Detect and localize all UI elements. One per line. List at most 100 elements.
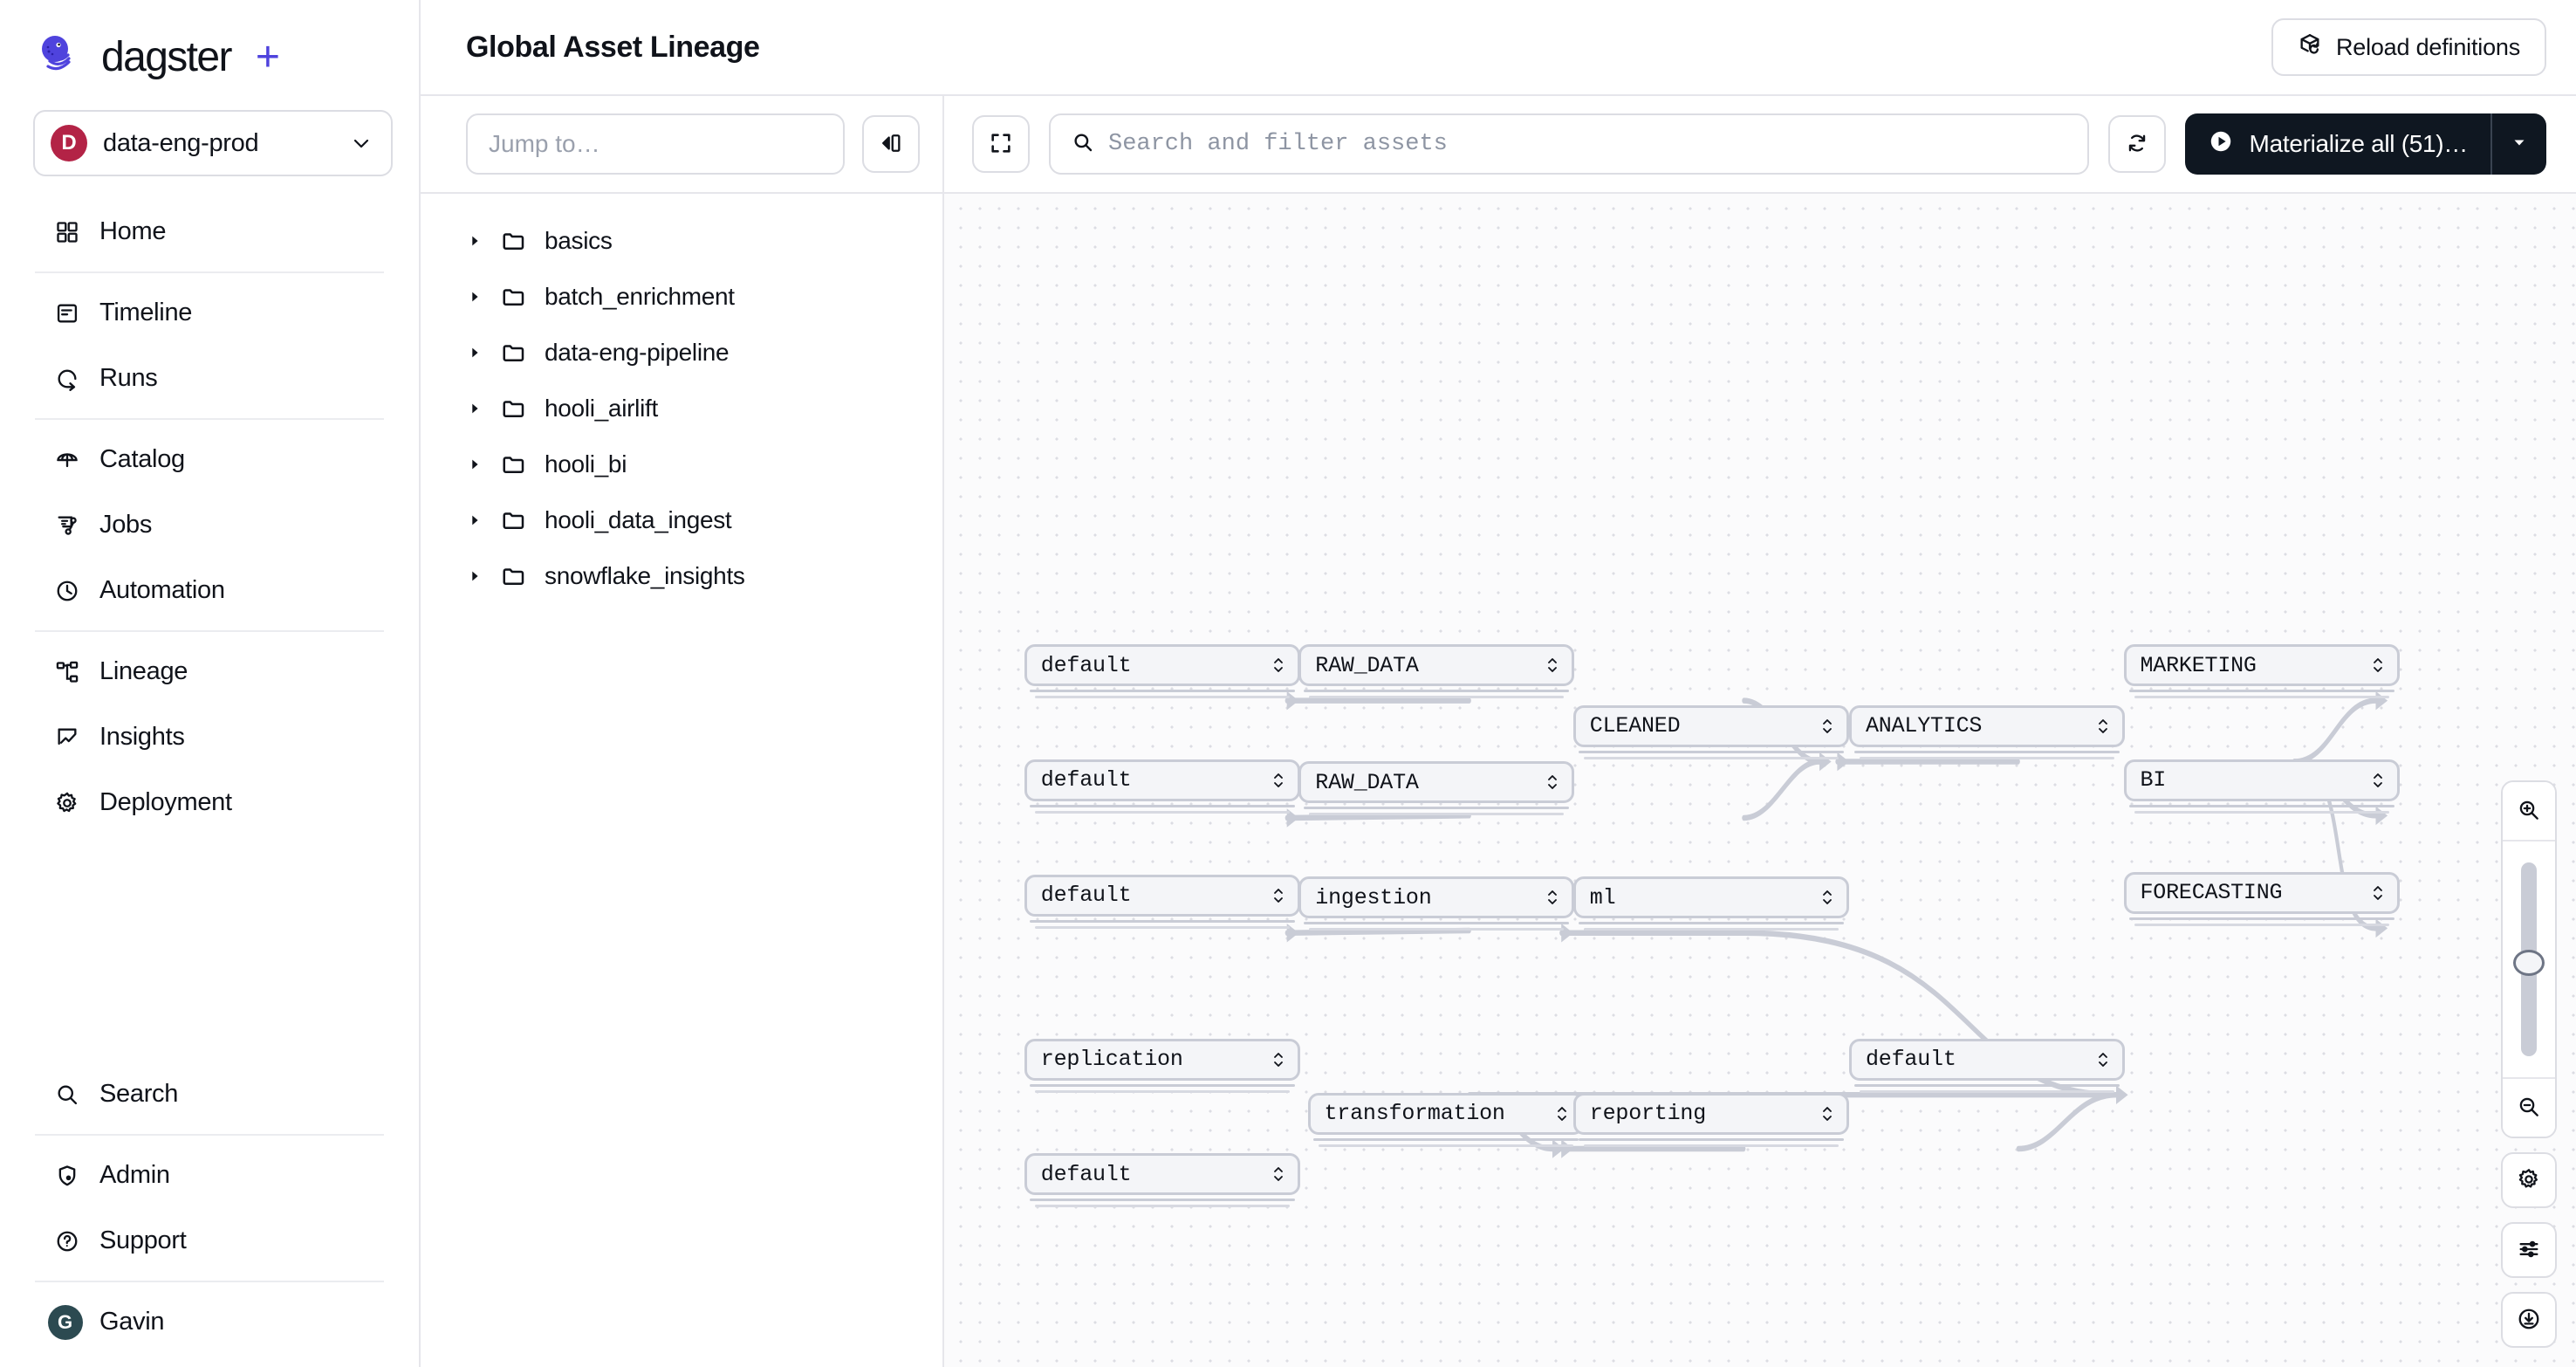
graph-node-box[interactable]: default	[1849, 1038, 2126, 1081]
graph-node-box[interactable]: ingestion	[1298, 876, 1575, 919]
triangle-right-icon[interactable]	[466, 512, 483, 529]
graph-node-box[interactable]: CLEANED	[1572, 704, 1849, 747]
graph-node[interactable]: default	[1024, 644, 1300, 699]
graph-node[interactable]: default	[1024, 874, 1300, 929]
sidebar-item-support[interactable]: Support	[0, 1208, 419, 1274]
graph-node[interactable]: RAW_DATA	[1298, 761, 1575, 816]
graph-settings-button[interactable]	[2501, 1152, 2557, 1208]
expand-collapse-caret-icon[interactable]	[1271, 1048, 1285, 1072]
expand-collapse-caret-icon[interactable]	[1271, 883, 1285, 908]
graph-node[interactable]: FORECASTING	[2123, 871, 2400, 926]
asset-search[interactable]	[1049, 113, 2089, 175]
collapse-left-panel-button[interactable]	[862, 115, 920, 173]
zoom-out-button[interactable]	[2503, 1079, 2555, 1137]
expand-collapse-caret-icon[interactable]	[1271, 653, 1285, 677]
jump-to-input[interactable]	[466, 113, 845, 175]
triangle-right-icon[interactable]	[466, 400, 483, 417]
graph-filters-button[interactable]	[2501, 1222, 2557, 1278]
materialize-dropdown-button[interactable]	[2492, 113, 2546, 175]
expand-collapse-caret-icon[interactable]	[1820, 885, 1834, 910]
expand-collapse-caret-icon[interactable]	[1545, 885, 1559, 910]
expand-collapse-caret-icon[interactable]	[1545, 653, 1559, 677]
graph-node[interactable]: default	[1024, 759, 1300, 814]
expand-fullscreen-button[interactable]	[972, 115, 1030, 173]
zoom-in-button[interactable]	[2503, 782, 2555, 840]
expand-collapse-caret-icon[interactable]	[2371, 653, 2385, 677]
tree-item-data-eng-pipeline[interactable]: data-eng-pipeline	[421, 325, 942, 381]
refresh-button[interactable]	[2107, 115, 2166, 173]
graph-node-label: RAW_DATA	[1315, 769, 1419, 795]
graph-node[interactable]: BI	[2123, 759, 2400, 814]
deployment-picker[interactable]: D data-eng-prod	[33, 110, 393, 176]
graph-download-button[interactable]	[2501, 1292, 2557, 1348]
expand-collapse-caret-icon[interactable]	[2096, 714, 2110, 738]
materialize-main[interactable]: Materialize all (51)…	[2185, 113, 2490, 175]
tree-item-hooli-bi[interactable]: hooli_bi	[421, 436, 942, 492]
graph-node-box[interactable]: ml	[1572, 876, 1849, 919]
graph-node-box[interactable]: reporting	[1572, 1092, 1849, 1135]
triangle-right-icon[interactable]	[466, 288, 483, 306]
expand-collapse-caret-icon[interactable]	[1555, 1102, 1569, 1126]
graph-node[interactable]: default	[1849, 1038, 2126, 1093]
graph-node-box[interactable]: BI	[2123, 759, 2400, 801]
tree-item-basics[interactable]: basics	[421, 213, 942, 269]
graph-node-box[interactable]: default	[1024, 759, 1300, 801]
tree-item-batch-enrichment[interactable]: batch_enrichment	[421, 269, 942, 325]
graph-node-box[interactable]: transformation	[1307, 1092, 1584, 1135]
triangle-right-icon[interactable]	[466, 456, 483, 473]
brand[interactable]: dagster +	[0, 0, 419, 105]
graph-node[interactable]: ANALYTICS	[1849, 704, 2126, 759]
expand-collapse-caret-icon[interactable]	[2096, 1048, 2110, 1072]
expand-collapse-caret-icon[interactable]	[2371, 881, 2385, 905]
sidebar-item-runs[interactable]: Runs	[0, 346, 419, 411]
expand-collapse-caret-icon[interactable]	[1271, 768, 1285, 793]
graph-node[interactable]: RAW_DATA	[1298, 644, 1575, 699]
graph-node-box[interactable]: ANALYTICS	[1849, 704, 2126, 747]
zoom-slider-thumb[interactable]	[2513, 950, 2545, 976]
expand-collapse-caret-icon[interactable]	[2371, 768, 2385, 793]
expand-collapse-caret-icon[interactable]	[1545, 770, 1559, 794]
graph-node-box[interactable]: default	[1024, 1153, 1300, 1196]
reload-definitions-button[interactable]: Reload definitions	[2271, 18, 2546, 76]
graph-node[interactable]: transformation	[1307, 1092, 1584, 1147]
graph-node-label: default	[1040, 652, 1132, 678]
graph-node-box[interactable]: RAW_DATA	[1298, 761, 1575, 804]
graph-node[interactable]: CLEANED	[1572, 704, 1849, 759]
graph-node-box[interactable]: default	[1024, 874, 1300, 917]
sidebar-item-catalog[interactable]: Catalog	[0, 427, 419, 492]
sidebar-item-home[interactable]: Home	[0, 199, 419, 264]
sidebar-item-jobs[interactable]: Jobs	[0, 492, 419, 558]
sidebar-item-automation[interactable]: Automation	[0, 558, 419, 623]
sidebar-item-insights[interactable]: Insights	[0, 704, 419, 770]
graph-node[interactable]: replication	[1024, 1038, 1300, 1093]
sidebar-item-admin[interactable]: Admin	[0, 1143, 419, 1208]
graph-node[interactable]: default	[1024, 1153, 1300, 1208]
graph-node-box[interactable]: default	[1024, 644, 1300, 687]
sidebar-item-timeline[interactable]: Timeline	[0, 280, 419, 346]
sidebar-item-deployment[interactable]: Deployment	[0, 770, 419, 835]
materialize-all-button[interactable]: Materialize all (51)…	[2184, 113, 2546, 175]
zoom-slider[interactable]	[2503, 841, 2555, 1077]
sidebar-item-search[interactable]: Search	[0, 1061, 419, 1127]
graph-node[interactable]: reporting	[1572, 1092, 1849, 1147]
expand-collapse-caret-icon[interactable]	[1820, 1102, 1834, 1126]
tree-item-hooli-data-ingest[interactable]: hooli_data_ingest	[421, 492, 942, 548]
expand-collapse-caret-icon[interactable]	[1820, 714, 1834, 738]
tree-item-hooli-airlift[interactable]: hooli_airlift	[421, 381, 942, 436]
sidebar-user[interactable]: G Gavin	[0, 1289, 419, 1355]
expand-collapse-caret-icon[interactable]	[1271, 1162, 1285, 1186]
triangle-right-icon[interactable]	[466, 344, 483, 361]
graph-node-box[interactable]: replication	[1024, 1038, 1300, 1081]
search-input[interactable]	[1108, 131, 2066, 157]
triangle-right-icon[interactable]	[466, 567, 483, 585]
graph-node-box[interactable]: MARKETING	[2123, 644, 2400, 687]
graph-node[interactable]: ml	[1572, 876, 1849, 931]
triangle-right-icon[interactable]	[466, 232, 483, 250]
graph-node[interactable]: MARKETING	[2123, 644, 2400, 699]
graph-node-box[interactable]: RAW_DATA	[1298, 644, 1575, 687]
sidebar-item-lineage[interactable]: Lineage	[0, 639, 419, 704]
graph-node[interactable]: ingestion	[1298, 876, 1575, 931]
tree-item-snowflake-insights[interactable]: snowflake_insights	[421, 548, 942, 604]
graph-node-box[interactable]: FORECASTING	[2123, 871, 2400, 914]
